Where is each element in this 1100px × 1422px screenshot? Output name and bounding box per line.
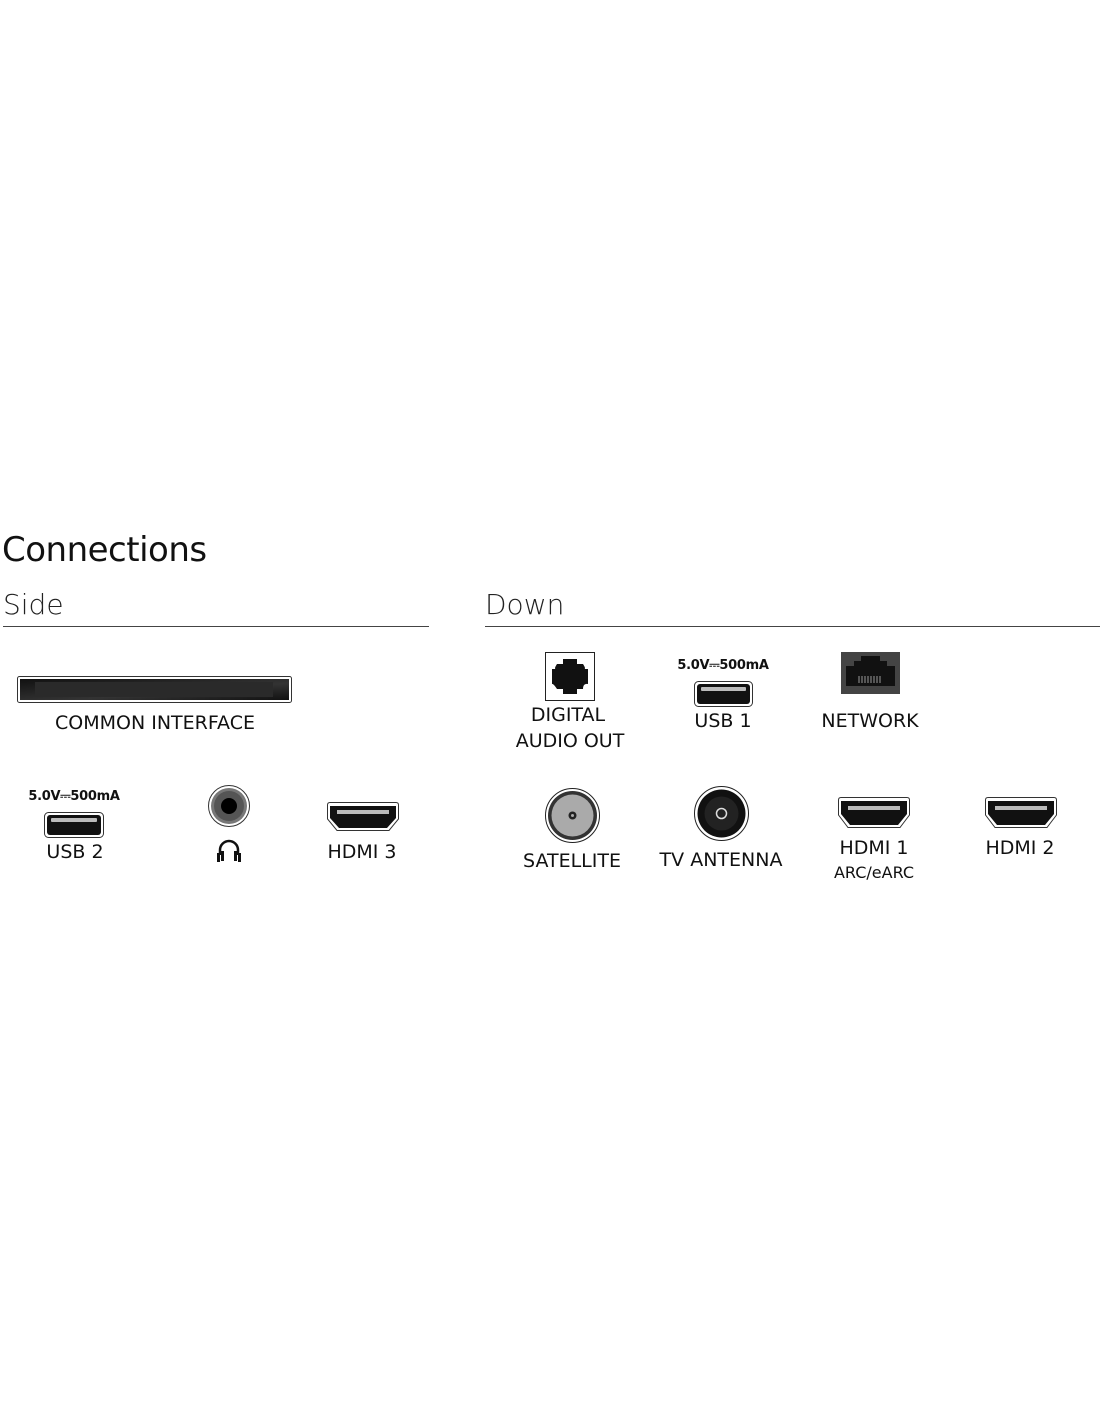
antenna-port-icon xyxy=(694,786,749,841)
hdmi1-label: HDMI 1 xyxy=(839,837,909,859)
hdmi3-label: HDMI 3 xyxy=(327,841,397,863)
digital-audio-label-1: DIGITAL xyxy=(530,704,606,726)
tv-antenna-label: TV ANTENNA xyxy=(659,849,783,871)
down-divider xyxy=(485,626,1100,627)
headphone-icon xyxy=(217,839,241,862)
ethernet-port-icon xyxy=(841,652,900,694)
down-heading: Down xyxy=(485,588,565,621)
usb-port-icon xyxy=(694,681,753,707)
digital-audio-label-2: AUDIO OUT xyxy=(515,730,625,752)
side-heading: Side xyxy=(3,588,64,621)
optical-port-icon xyxy=(545,652,595,701)
side-divider xyxy=(3,626,429,627)
usb1-label: USB 1 xyxy=(694,710,752,732)
hdmi-port-icon xyxy=(838,797,910,828)
headphone-jack-icon xyxy=(208,785,250,827)
common-interface-slot-icon xyxy=(17,676,292,703)
hdmi1-arc-label: ARC/eARC xyxy=(833,863,915,882)
common-interface-label: COMMON INTERFACE xyxy=(55,712,255,734)
hdmi-port-icon xyxy=(327,802,399,831)
satellite-port-icon xyxy=(545,788,600,843)
hdmi-port-icon xyxy=(985,797,1057,828)
hdmi2-label: HDMI 2 xyxy=(985,837,1055,859)
satellite-label: SATELLITE xyxy=(523,850,621,872)
usb2-label: USB 2 xyxy=(46,841,104,863)
usb-port-icon xyxy=(44,812,104,838)
usb1-spec: 5.0V⎓500mA xyxy=(677,658,769,673)
network-label: NETWORK xyxy=(821,710,919,732)
usb2-spec: 5.0V⎓500mA xyxy=(28,789,120,804)
page-title: Connections xyxy=(2,530,207,570)
